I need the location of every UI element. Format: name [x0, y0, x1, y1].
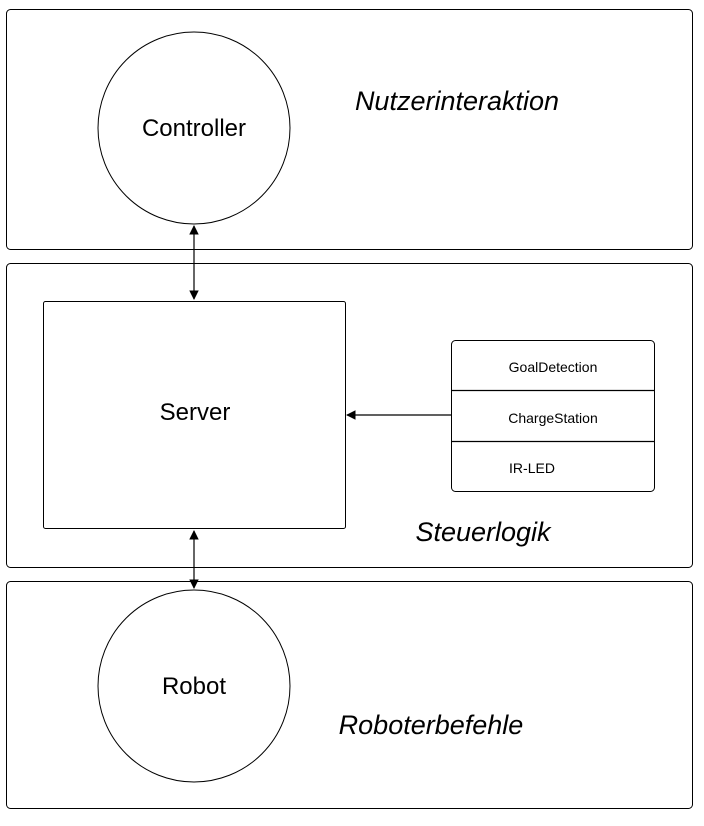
robot-node — [97, 589, 291, 783]
controller-label: Controller — [142, 115, 246, 142]
component-irled: IR-LED — [509, 460, 555, 476]
lane-label-roboterbefehle: Roboterbefehle — [339, 710, 524, 740]
component-chargestation: ChargeStation — [508, 410, 598, 426]
controller-node — [97, 31, 291, 225]
component-list — [451, 340, 655, 492]
component-goaldetection: GoalDetection — [509, 359, 598, 375]
server-label: Server — [160, 399, 231, 426]
server-node — [43, 301, 346, 529]
lane-label-nutzerinteraktion: Nutzerinteraktion — [355, 86, 559, 116]
lane-label-steuerlogik: Steuerlogik — [415, 517, 552, 547]
robot-label: Robot — [162, 673, 226, 700]
